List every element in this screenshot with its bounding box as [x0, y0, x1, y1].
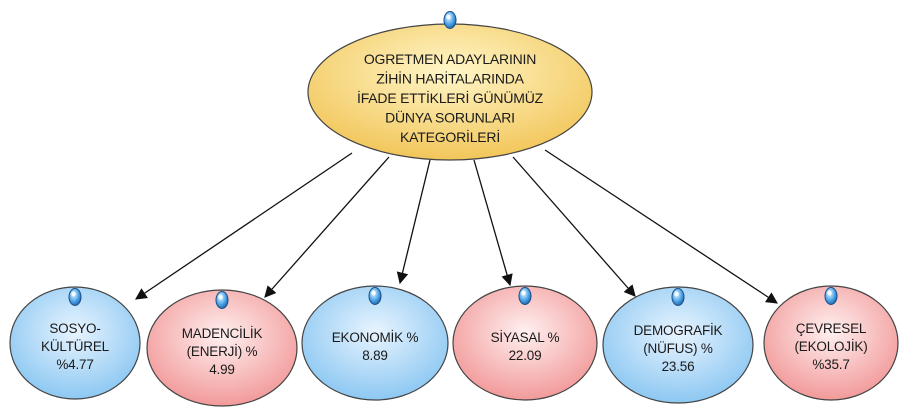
category-node[interactable]: DEMOGRAFİK (NÜFUS) % 23.56 [602, 286, 754, 404]
info-bubble-icon[interactable] [368, 287, 382, 305]
node-label-line: SİYASAL % [491, 330, 560, 345]
connector-arrow [512, 156, 636, 297]
node-label-line: DÜNYA SORUNLARI [385, 109, 515, 126]
node-label-line: ZİHİN HARİTALARINDA [376, 70, 524, 87]
info-bubble-icon[interactable] [518, 287, 532, 305]
node-label-line: OGRETMEN ADAYLARININ [364, 51, 536, 67]
node-label-line: 4.99 [209, 362, 234, 377]
node-label-line: (EKOLOJİK) [794, 339, 867, 354]
info-bubble-icon[interactable] [443, 11, 457, 29]
node-label-line: %4.77 [56, 357, 93, 372]
node-label-line: 22.09 [509, 348, 542, 363]
connector-arrow [396, 159, 431, 285]
category-node[interactable]: EKONOMİK % 8.89 [301, 285, 449, 401]
category-ellipse [146, 289, 298, 407]
info-bubble-icon[interactable] [671, 288, 685, 306]
info-bubble-icon[interactable] [824, 287, 838, 305]
node-label-line: 23.56 [662, 359, 695, 374]
root-node[interactable]: OGRETMEN ADAYLARININ ZİHİN HARİTALARINDA İ… [307, 11, 593, 161]
node-label-line: EKONOMİK % [332, 330, 419, 345]
node-label-line: KATEGORİLERİ [400, 128, 500, 145]
node-label-line: DEMOGRAFİK [634, 323, 723, 338]
connector-arrow [473, 159, 513, 287]
category-nodes: SOSYO- KÜLTÜREL %4.77 MADENCİLİK (ENERJİ) % 4… [9, 285, 899, 407]
connector-arrow [544, 149, 778, 304]
connector-arrow [135, 152, 353, 300]
node-label-line: 8.89 [362, 348, 387, 363]
category-node[interactable]: SİYASAL % 22.09 [452, 285, 598, 401]
info-bubble-icon[interactable] [215, 291, 229, 309]
node-label-line: İFADE ETTİKLERİ GÜNÜMÜZ [357, 89, 544, 106]
node-label-line: (ENERJİ) % [187, 344, 258, 359]
info-bubble-icon[interactable] [68, 288, 82, 306]
node-label-line: SOSYO- [49, 321, 100, 336]
node-label-line: (NÜFUS) % [643, 341, 713, 356]
category-ellipse [301, 285, 449, 401]
category-ellipse [9, 286, 141, 400]
node-label-line: MADENCİLİK [182, 326, 263, 341]
category-ellipse [602, 286, 754, 404]
connector-arrows [135, 149, 778, 304]
category-node[interactable]: MADENCİLİK (ENERJİ) % 4.99 [146, 289, 298, 407]
category-node[interactable]: SOSYO- KÜLTÜREL %4.77 [9, 286, 141, 400]
category-ellipse [452, 285, 598, 401]
category-ellipse [763, 285, 899, 401]
node-label-line: %35.7 [812, 357, 849, 372]
category-node[interactable]: ÇEVRESEL (EKOLOJİK) %35.7 [763, 285, 899, 401]
node-label-line: KÜLTÜREL [41, 339, 110, 354]
node-label-line: ÇEVRESEL [796, 321, 867, 336]
connector-arrow [264, 156, 390, 298]
